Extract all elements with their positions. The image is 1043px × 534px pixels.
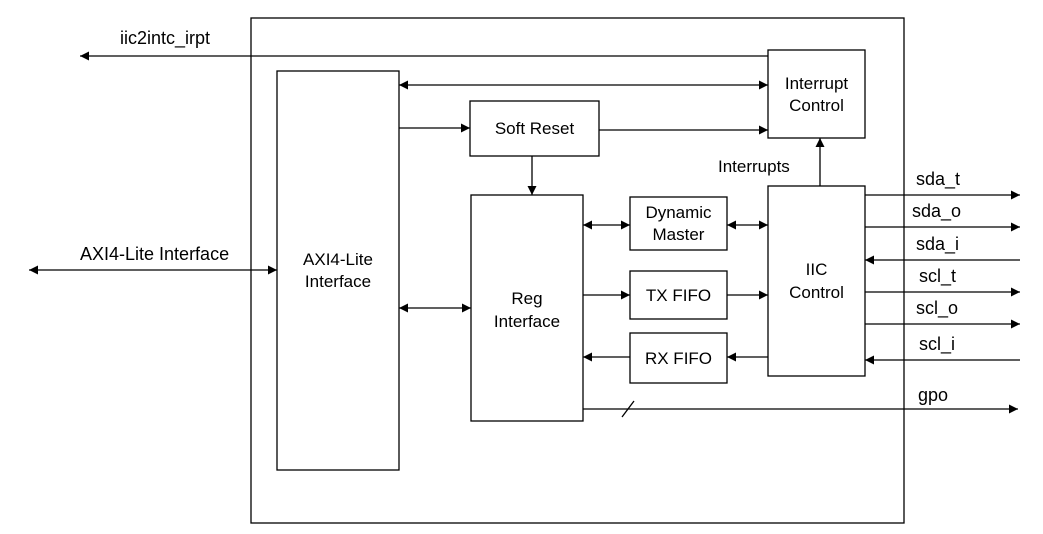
gpo-bus-slash: [621, 400, 635, 418]
tx-fifo-label: TX FIFO: [646, 286, 711, 305]
interrupts-label: Interrupts: [718, 157, 790, 176]
gpo-label: gpo: [918, 385, 948, 405]
scl-i-label: scl_i: [919, 334, 955, 355]
soft-reset-block: Soft Reset: [469, 100, 600, 157]
dynamic-master-block: Dynamic Master: [629, 196, 728, 251]
sda-i-label: sda_i: [916, 234, 959, 255]
sda-t-label: sda_t: [916, 169, 960, 190]
reg-interface-block: Reg Interface: [470, 194, 584, 422]
rx-fifo-block: RX FIFO: [629, 332, 728, 384]
rx-fifo-label: RX FIFO: [645, 349, 712, 368]
axi-lite-block-label-2: Interface: [305, 272, 371, 291]
axi-lite-block-label-1: AXI4-Lite: [303, 250, 373, 269]
axi-lite-interface-block: AXI4-Lite Interface: [276, 70, 400, 471]
irpt-label: iic2intc_irpt: [120, 28, 210, 49]
dynamic-master-label-2: Master: [653, 225, 705, 244]
soft-reset-label: Soft Reset: [495, 119, 575, 138]
iic-control-block: IIC Control: [767, 185, 866, 377]
interrupt-control-label-1: Interrupt: [785, 74, 849, 93]
scl-t-label: scl_t: [919, 266, 956, 287]
dynamic-master-label-1: Dynamic: [645, 203, 712, 222]
reg-interface-label-1: Reg: [511, 289, 542, 308]
tx-fifo-block: TX FIFO: [629, 270, 728, 320]
scl-o-label: scl_o: [916, 298, 958, 319]
interrupt-control-label-2: Control: [789, 96, 844, 115]
sda-o-label: sda_o: [912, 201, 961, 222]
iic-control-label-1: IIC: [806, 260, 828, 279]
iic-control-label-2: Control: [789, 283, 844, 302]
interrupt-control-block: Interrupt Control: [767, 49, 866, 139]
axi-external-label: AXI4-Lite Interface: [80, 244, 229, 264]
reg-interface-label-2: Interface: [494, 312, 560, 331]
